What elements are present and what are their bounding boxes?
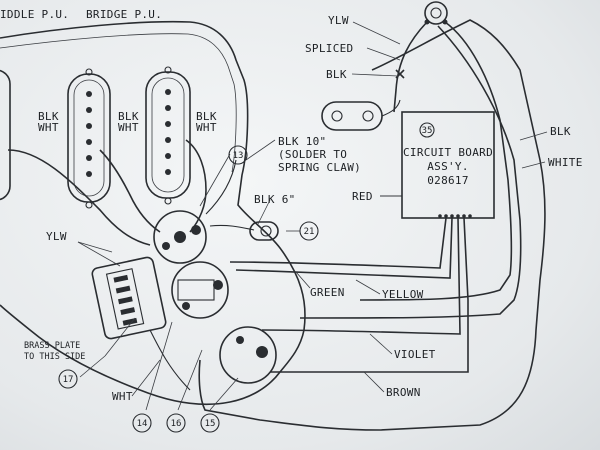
middle-pickup — [67, 73, 111, 203]
board-subtitle: ASS'Y. — [427, 160, 469, 173]
volume-pot — [153, 210, 207, 264]
svg-text:21: 21 — [304, 227, 315, 237]
battery-clip — [321, 101, 383, 131]
board-title: CIRCUIT BOARD — [403, 146, 493, 159]
middle-pickup-leads — [99, 149, 161, 233]
label-middle-pu: IDDLE P.U. — [0, 8, 69, 21]
wire-yellow — [235, 217, 453, 279]
callout-17: 17 — [58, 369, 78, 389]
label-spring-claw: SPRING CLAW) — [278, 161, 361, 174]
circuit-board — [401, 111, 495, 219]
circuit-board-pins — [438, 214, 472, 218]
label-blk-mid: BLK — [118, 110, 139, 123]
callout-16: 16 — [166, 413, 186, 433]
wire-wht-bottom — [149, 329, 191, 391]
svg-text:16: 16 — [171, 419, 182, 429]
wire-green — [229, 217, 447, 269]
label-blk-10: BLK 10" — [278, 135, 326, 148]
svg-text:14: 14 — [137, 419, 148, 429]
callout-15: 15 — [200, 413, 220, 433]
bridge-pickup — [145, 71, 191, 199]
svg-text:13: 13 — [233, 151, 244, 161]
wire-ylw-top — [393, 21, 428, 113]
callout-13: 13 — [228, 145, 248, 165]
pickguard-inner-line — [0, 33, 237, 173]
leader-lines — [77, 21, 548, 411]
wire-violet — [261, 217, 461, 335]
svg-text:15: 15 — [205, 419, 216, 429]
bridge-pickup-leads — [185, 139, 207, 233]
label-wht-left: WHT — [38, 121, 59, 134]
connector-21 — [249, 221, 279, 241]
wire-blk-top — [359, 21, 513, 301]
wire-brown — [270, 217, 469, 373]
pickguard-outline — [0, 20, 306, 406]
label-spliced: SPLICED — [305, 42, 353, 55]
label-blk-right: BLK — [550, 125, 571, 138]
label-brass-plate: BRASS PLATE — [24, 341, 80, 351]
wire-blk-6 — [209, 224, 255, 231]
output-jack — [424, 1, 448, 25]
wire-white — [299, 25, 522, 319]
label-blk-right-pu: BLK — [196, 110, 217, 123]
neck-pickup-leads — [7, 149, 151, 246]
label-wht-bottom: WHT — [112, 390, 133, 403]
board-callout-circle — [419, 122, 435, 138]
label-wht-right-pu: WHT — [196, 121, 217, 134]
label-blk-top: BLK — [326, 68, 347, 81]
wire-blk-10 — [205, 159, 237, 215]
wire-battery — [381, 99, 401, 117]
callout-14: 14 — [132, 413, 152, 433]
splice-x-mark — [395, 69, 405, 79]
callout-21: 21 — [299, 221, 319, 241]
board-callout-number: 35 — [422, 126, 433, 136]
five-way-switch — [91, 256, 167, 340]
label-ylw-left: YLW — [46, 230, 67, 243]
neck-pickup-partial — [0, 69, 11, 201]
label-blk-left: BLK — [38, 110, 59, 123]
tone-pot-1 — [171, 261, 229, 319]
label-red: RED — [352, 190, 373, 203]
label-violet: VIOLET — [394, 348, 436, 361]
label-brown: BROWN — [386, 386, 421, 399]
tone-pot-2 — [219, 326, 277, 384]
board-part-number: 028617 — [427, 174, 469, 187]
label-bridge-pu: BRIDGE P.U. — [86, 8, 162, 21]
label-white-right: WHITE — [548, 156, 583, 169]
pickup-screws — [85, 66, 172, 209]
label-yellow: YELLOW — [382, 288, 424, 301]
label-blk-6: BLK 6" — [254, 193, 296, 206]
label-solder-to: (SOLDER TO — [278, 148, 347, 161]
label-ylw-top: YLW — [328, 14, 349, 27]
svg-text:17: 17 — [63, 375, 74, 385]
label-wht-mid: WHT — [118, 121, 139, 134]
label-to-this-side: TO THIS SIDE — [24, 352, 85, 362]
cavity-outline — [198, 19, 546, 431]
label-green: GREEN — [310, 286, 345, 299]
